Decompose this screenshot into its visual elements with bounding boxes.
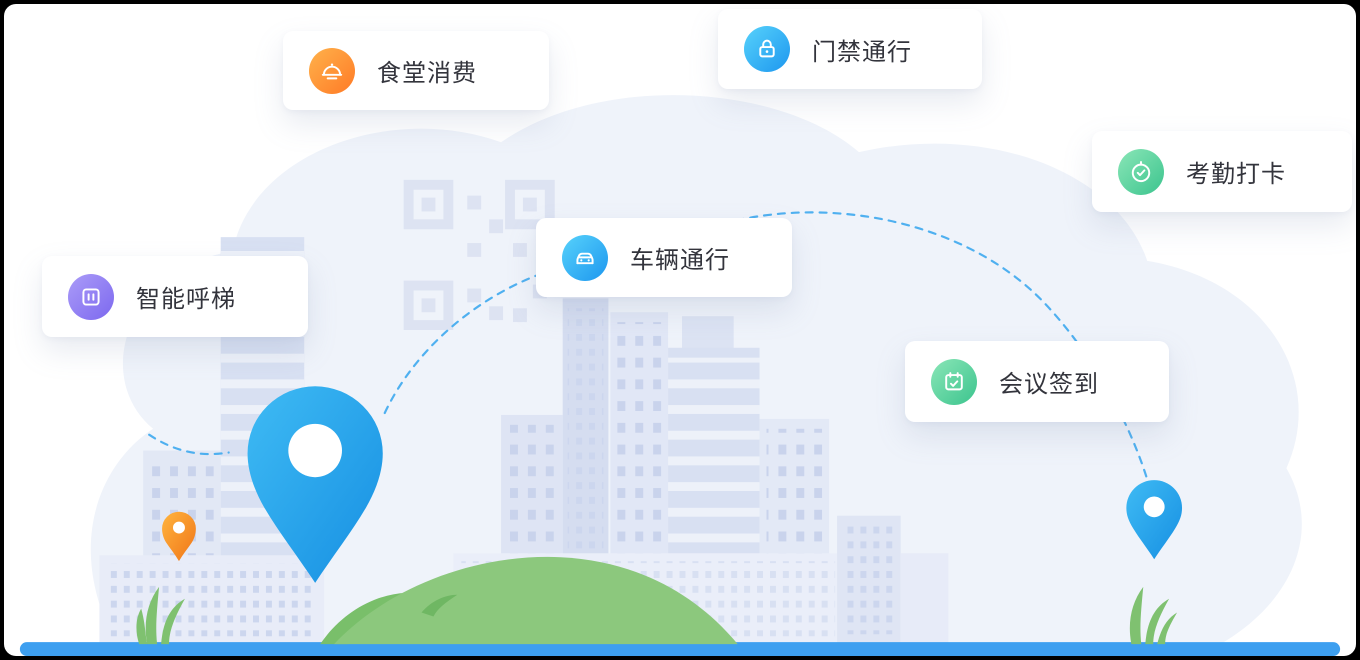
lock-icon bbox=[744, 26, 790, 72]
feature-card-elevator: 智能呼梯 bbox=[42, 256, 308, 337]
calendar-check-icon bbox=[931, 358, 977, 405]
feature-card-label: 会议签到 bbox=[999, 371, 1099, 398]
main-location-pin-icon bbox=[247, 386, 383, 583]
feature-card-vehicle: 车辆通行 bbox=[536, 218, 792, 297]
dashed-route-left bbox=[148, 433, 230, 456]
feature-card-label: 考勤打卡 bbox=[1186, 161, 1286, 188]
clock-check-icon bbox=[1118, 148, 1164, 195]
small-orange-pin-icon bbox=[162, 511, 196, 562]
hero-illustration: 食堂消费 门禁通行 考勤打卡 bbox=[4, 4, 1356, 656]
feature-card-access: 门禁通行 bbox=[718, 9, 982, 89]
feature-card-attendance: 考勤打卡 bbox=[1092, 131, 1352, 212]
cloche-icon bbox=[309, 47, 355, 94]
right-location-pin-icon bbox=[1126, 480, 1183, 560]
car-icon bbox=[562, 234, 608, 281]
elevator-icon bbox=[68, 273, 114, 320]
scene-illustration bbox=[19, 95, 1341, 656]
ground-strip bbox=[19, 642, 1341, 656]
green-hills bbox=[320, 556, 738, 645]
feature-card-canteen: 食堂消费 bbox=[283, 31, 549, 110]
feature-card-label: 智能呼梯 bbox=[136, 286, 236, 313]
feature-card-label: 门禁通行 bbox=[812, 38, 912, 66]
feature-card-label: 食堂消费 bbox=[377, 60, 477, 87]
qr-code-graphic bbox=[403, 179, 555, 330]
feature-card-label: 车辆通行 bbox=[630, 247, 730, 274]
feature-card-meeting: 会议签到 bbox=[905, 341, 1169, 422]
grass-sprout-right bbox=[1129, 586, 1178, 645]
grass-sprout-left bbox=[136, 586, 185, 645]
